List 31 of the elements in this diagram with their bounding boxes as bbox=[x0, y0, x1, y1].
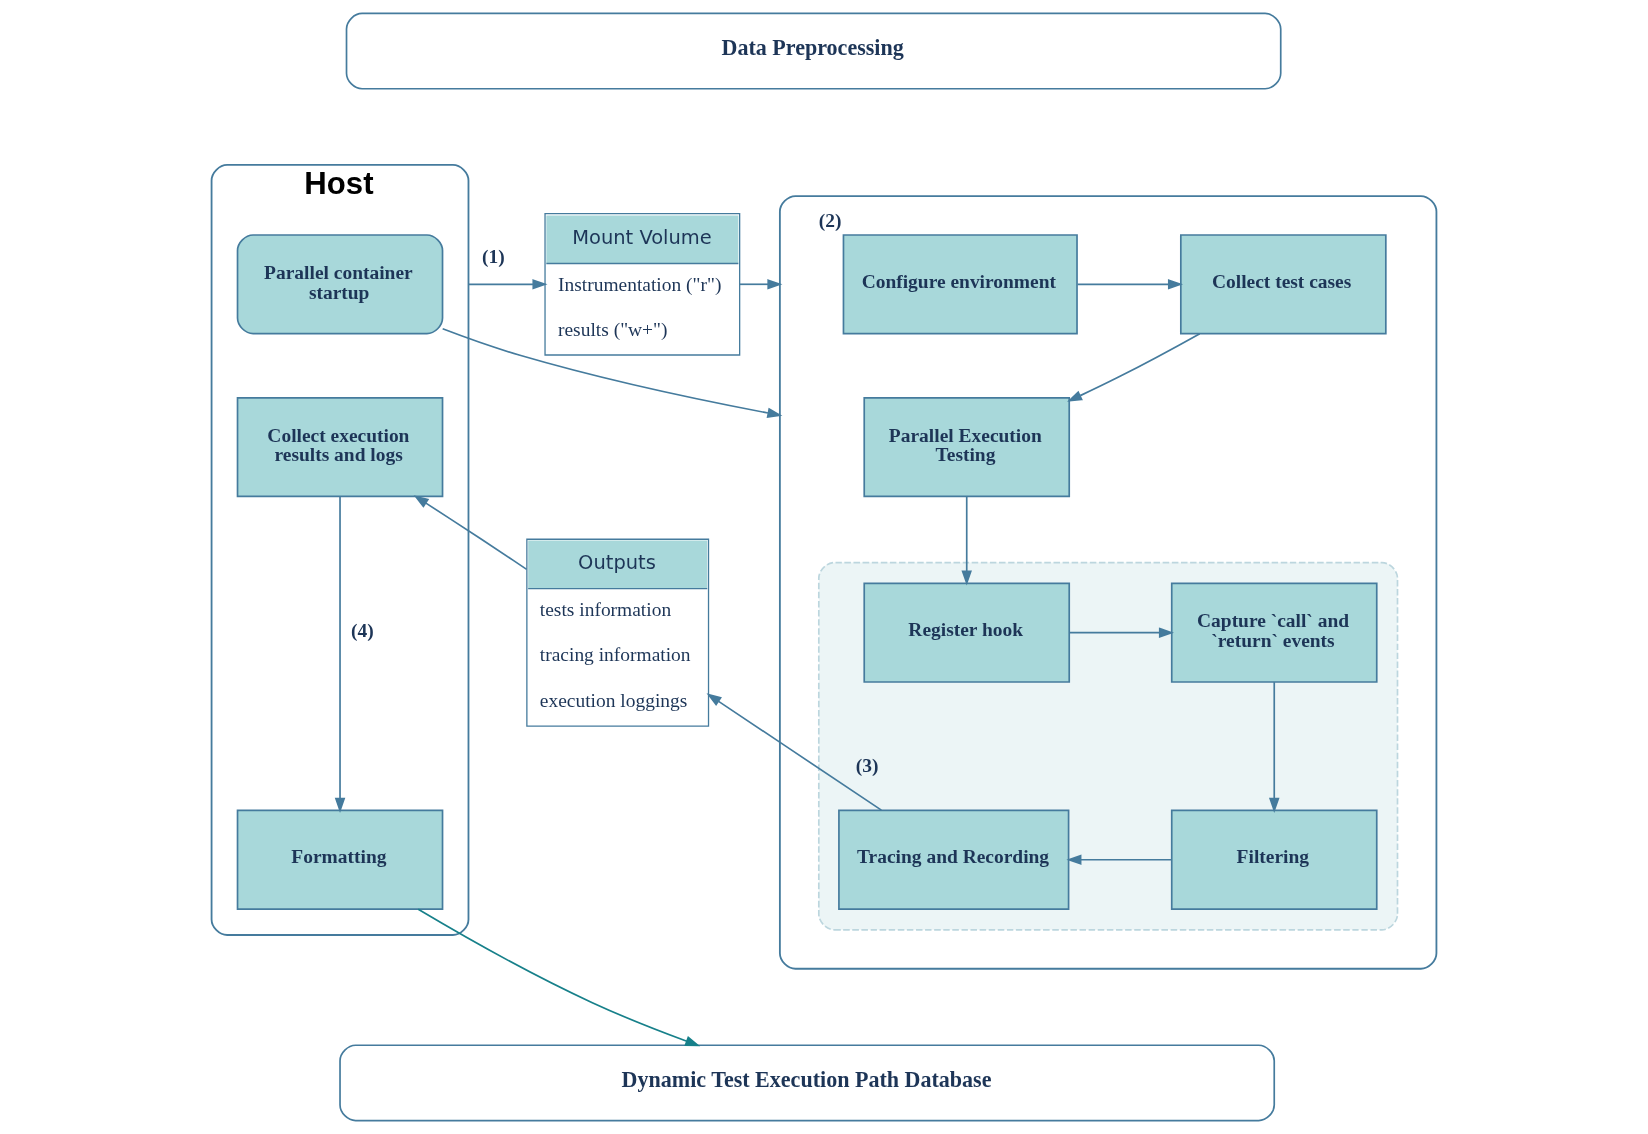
node-box: Collect execution results and logs bbox=[236, 396, 444, 498]
node-box: Register hook bbox=[863, 582, 1071, 683]
node-box: Parallel container startup bbox=[236, 234, 444, 335]
node-box: Configure environment bbox=[842, 234, 1078, 335]
node-box: Filtering bbox=[1170, 809, 1378, 910]
arrow bbox=[739, 279, 783, 290]
edge-label: (1) bbox=[482, 245, 505, 267]
node-box: Dynamic Test Execution Path Database bbox=[339, 1044, 1276, 1122]
node-box: Tracing and Recording bbox=[838, 809, 1070, 910]
node-label: (2) bbox=[818, 210, 842, 232]
edge-label: (3) bbox=[855, 755, 879, 777]
cluster bbox=[817, 561, 1399, 931]
cluster bbox=[778, 195, 1438, 970]
node-box: Capture `call` and `return` events bbox=[1170, 582, 1378, 683]
arrow bbox=[1068, 627, 1174, 638]
arrow bbox=[1067, 332, 1201, 402]
node-box: Formatting bbox=[236, 809, 444, 910]
arrow bbox=[1066, 854, 1173, 865]
arrow bbox=[706, 693, 883, 811]
arrow bbox=[417, 908, 701, 1047]
edge-label: (4) bbox=[351, 619, 374, 641]
arrow bbox=[334, 495, 346, 813]
arrow bbox=[961, 495, 972, 586]
arrow bbox=[1076, 279, 1184, 290]
arrow bbox=[441, 327, 783, 419]
node-box: Collect test cases bbox=[1179, 234, 1387, 335]
node-box: Data Preprocessing bbox=[345, 12, 1282, 90]
arrow bbox=[467, 279, 548, 290]
node-box: Parallel Execution Testing bbox=[863, 396, 1071, 498]
arrow bbox=[413, 495, 528, 571]
arrow bbox=[1268, 681, 1280, 813]
